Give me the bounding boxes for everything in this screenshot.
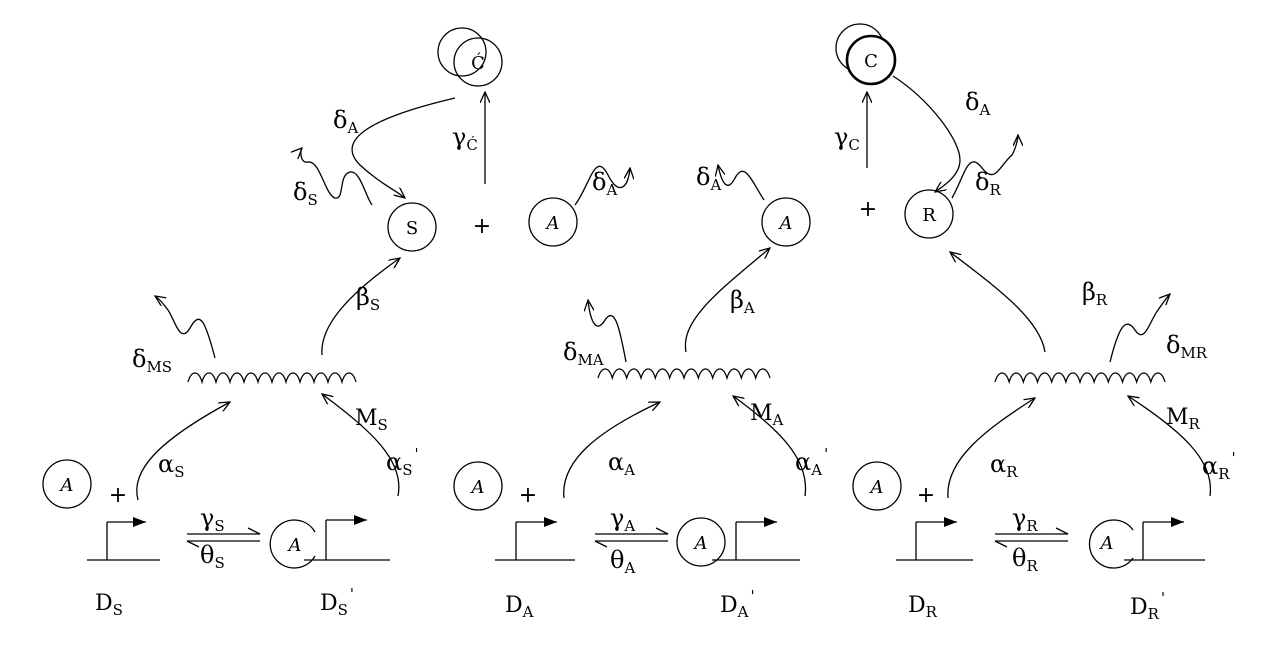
label-gamma-c: γC [834,123,860,154]
binding-equilibrium-s [186,527,261,548]
delta-a-squiggle [718,165,765,201]
gene-d-a [495,517,575,561]
gene-d-s [87,517,160,561]
gene-d-a-prime: A [676,517,800,567]
activator-near-da: A [453,461,503,511]
alpha-a-prime-arrow [733,396,807,497]
label-d-a: DA [505,593,534,621]
label-delta-mr: δMR [1166,331,1208,362]
mrna-a-wave [597,368,771,381]
delta-a-arrow-to-s [351,97,456,198]
label-alpha-a-prime: αA' [795,445,828,479]
gene-d-r-prime: A [1088,517,1205,569]
label-m-a: MA [750,401,784,429]
label-gamma-s: γS [200,504,225,535]
label-theta-s: θS [200,541,225,572]
label-alpha-r: αR [990,450,1018,481]
label-d-a-prime: DA' [720,587,755,621]
delta-a-free-squiggle [574,165,630,206]
bound-a-r-label: A [1099,533,1114,554]
svg-text:A: A [869,477,884,498]
delta-mr-squiggle [1109,294,1170,363]
label-d-s-prime: DS' [320,585,354,619]
label-gamma-a: γA [610,504,635,535]
svg-text:A: A [470,477,485,498]
label-d-r-prime: DR' [1130,589,1165,623]
protein-a-label: A [778,213,793,234]
label-m-r: MR [1166,405,1201,433]
label-beta-s: βS [356,283,380,314]
label-beta-r: βR [1082,278,1108,309]
beta-s-arrow [321,258,400,356]
label-delta-a: δA [696,163,721,194]
binding-equilibrium-r [994,527,1069,548]
bound-a-a-label: A [693,533,708,554]
protein-a-free-label: A [545,213,560,234]
label-delta-a: δA [965,88,990,119]
svg-text:A: A [59,475,74,496]
alpha-r-arrow [947,398,1035,499]
complex-c-prime: Ć [437,27,503,87]
label-beta-a: βA [730,286,755,317]
protein-r-node: R [904,189,954,239]
alpha-s-arrow [136,402,230,501]
label-gamma-r: γR [1012,504,1038,535]
mrna-r-wave [994,372,1166,385]
label-gamma-cprime: γĆ [452,123,478,154]
alpha-r-prime-arrow [1128,396,1212,497]
protein-a-free-node: A [528,197,578,247]
plus-sign-1: + [473,214,491,239]
plus-sign-dr: + [917,483,935,508]
protein-a-node: A [761,197,811,247]
delta-r-squiggle [951,135,1018,199]
protein-s-node: S [387,202,437,252]
label-theta-r: θR [1012,544,1038,575]
label-theta-a: θA [610,546,635,577]
complex-c-label: C [864,51,878,72]
label-d-r: DR [908,593,938,621]
alpha-a-arrow [563,402,660,499]
complex-c: C [835,23,897,86]
label-delta-ma: δMA [563,338,604,369]
alpha-s-prime-arrow [322,394,400,497]
label-delta-ms: δMS [132,345,172,376]
complex-c-prime-label: Ć [471,51,485,74]
beta-r-arrow [950,252,1046,353]
activator-near-ds: A [42,459,92,509]
label-m-s: MS [355,406,388,434]
delta-s-squiggle [301,148,373,206]
delta-a-arrow-to-r [892,75,961,192]
mrna-s-wave [187,372,357,385]
label-delta-a: δA [333,106,358,137]
plus-sign-2: + [859,197,877,222]
bound-a-s-label: A [287,535,302,556]
label-alpha-r-prime: αR' [1202,449,1236,483]
label-delta-a: δA [592,168,617,199]
binding-equilibrium-a [594,527,669,548]
label-delta-r: δR [975,168,1001,199]
label-d-s: DS [95,591,123,619]
label-delta-s: δS [293,178,318,209]
protein-s-label: S [406,218,418,239]
label-alpha-s-prime: αS' [386,445,419,479]
activator-near-dr: A [852,461,902,511]
plus-sign-da: + [519,483,537,508]
label-alpha-a: αA [608,448,635,479]
gene-d-s-prime: A [269,515,390,569]
delta-ms-squiggle [155,296,216,359]
gene-d-r [896,517,973,561]
label-alpha-s: αS [158,450,185,481]
protein-r-label: R [922,205,936,226]
plus-sign-ds: + [109,483,127,508]
beta-a-arrow [684,248,770,353]
delta-ma-squiggle [588,300,627,363]
